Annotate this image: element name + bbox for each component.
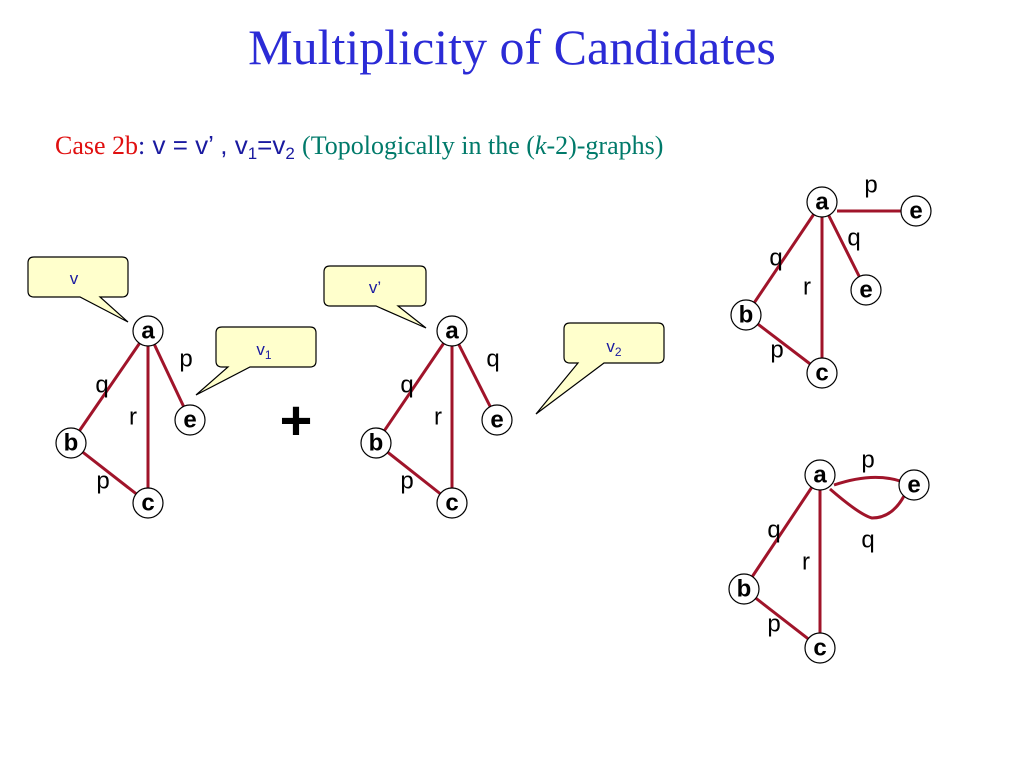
case-label: Case 2b bbox=[55, 131, 139, 160]
svg-text:a: a bbox=[813, 462, 827, 489]
edge-a-e-q bbox=[829, 487, 906, 520]
svg-text:c: c bbox=[445, 490, 458, 517]
edge-label: q bbox=[95, 372, 108, 399]
edge-label: p bbox=[861, 447, 874, 474]
slide-title: Multiplicity of Candidates bbox=[248, 19, 776, 75]
svg-text:a: a bbox=[815, 189, 829, 216]
graph-v: q r p p a b c e bbox=[55, 315, 206, 519]
edge-a-b bbox=[69, 330, 150, 444]
case-colon: : bbox=[138, 131, 146, 160]
edge-label: q bbox=[400, 372, 413, 399]
edge-a-e-q bbox=[820, 201, 868, 291]
node-a bbox=[436, 315, 468, 347]
edge-label: q bbox=[847, 225, 860, 252]
callout-v1: v1 bbox=[195, 326, 317, 396]
edge-b-c bbox=[375, 441, 453, 505]
edge-a-b bbox=[742, 474, 822, 590]
callout-v2: v2 bbox=[535, 322, 665, 415]
callout-v2-label: v2 bbox=[606, 337, 622, 359]
edge-label: q bbox=[769, 245, 782, 272]
graph-candidate-1: q r p p q a b c e e bbox=[730, 172, 932, 389]
topology-note: (Topologically in the (k-2)-graphs) bbox=[302, 131, 664, 160]
svg-text:e: e bbox=[859, 277, 872, 304]
edge-a-b bbox=[374, 330, 454, 444]
node-b bbox=[730, 299, 762, 331]
edge-label: q bbox=[861, 527, 874, 554]
node-c bbox=[436, 487, 468, 519]
node-e bbox=[900, 195, 932, 227]
edge-b-c bbox=[745, 313, 823, 375]
node-c bbox=[806, 357, 838, 389]
graph-candidate-2: q r p p q a b c e bbox=[728, 447, 930, 664]
svg-text:a: a bbox=[141, 318, 155, 345]
svg-text:b: b bbox=[739, 302, 754, 329]
v-symbol: v bbox=[152, 130, 166, 160]
svg-text:e: e bbox=[909, 198, 922, 225]
callout-v-label: v bbox=[70, 269, 79, 288]
edge-label: r bbox=[434, 404, 442, 431]
svg-text:e: e bbox=[907, 472, 920, 499]
svg-text:b: b bbox=[737, 576, 752, 603]
node-e bbox=[898, 469, 930, 501]
node-b bbox=[728, 573, 760, 605]
node-a bbox=[804, 459, 836, 491]
node-e bbox=[174, 404, 206, 436]
equals-symbol: = bbox=[172, 130, 188, 160]
v2-symbol: v2 bbox=[272, 130, 295, 163]
node-e bbox=[850, 274, 882, 306]
edge-label: r bbox=[129, 404, 137, 431]
edge-label: p bbox=[400, 468, 413, 495]
node-b bbox=[360, 427, 392, 459]
svg-text:c: c bbox=[141, 490, 154, 517]
node-a bbox=[806, 186, 838, 218]
callout-vprime-label: v’ bbox=[369, 278, 381, 297]
edge-label: q bbox=[486, 346, 499, 373]
equals2-symbol: = bbox=[257, 130, 273, 160]
svg-text:e: e bbox=[183, 407, 196, 434]
edge-label: r bbox=[803, 274, 811, 301]
svg-text:e: e bbox=[490, 407, 503, 434]
node-b bbox=[55, 427, 87, 459]
subtitle: Case 2b: v = v’ , v1=v2 (Topologically i… bbox=[55, 130, 663, 164]
edge-label: p bbox=[96, 468, 109, 495]
node-a bbox=[132, 315, 164, 347]
graph-vprime: q r p q a b c e bbox=[360, 315, 513, 519]
callout-v: v bbox=[27, 256, 129, 323]
edge-a-e bbox=[146, 330, 192, 421]
edge-a-b bbox=[744, 201, 824, 316]
edge-label: p bbox=[767, 611, 780, 638]
callout-vprime: v’ bbox=[323, 265, 427, 329]
svg-text:b: b bbox=[369, 430, 384, 457]
node-c bbox=[804, 632, 836, 664]
svg-text:a: a bbox=[445, 318, 459, 345]
edge-label: p bbox=[770, 337, 783, 364]
svg-text:b: b bbox=[64, 430, 79, 457]
node-c bbox=[132, 487, 164, 519]
edge-b-c bbox=[70, 441, 149, 505]
v1-symbol: v1 bbox=[234, 130, 258, 163]
plus-sign: + bbox=[280, 389, 313, 452]
svg-text:c: c bbox=[815, 360, 828, 387]
edge-a-e bbox=[450, 330, 499, 421]
edge-b-c bbox=[743, 587, 821, 650]
svg-text:c: c bbox=[813, 635, 826, 662]
edge-a-e-p bbox=[833, 475, 901, 487]
node-e bbox=[481, 404, 513, 436]
edge-label: r bbox=[802, 549, 810, 576]
edge-label: p bbox=[179, 346, 192, 373]
vprime-symbol: v’ bbox=[195, 130, 213, 160]
edge-label: q bbox=[767, 517, 780, 544]
comma-symbol: , bbox=[220, 130, 228, 160]
callout-v1-label: v1 bbox=[256, 340, 272, 362]
edge-label: p bbox=[864, 172, 877, 199]
